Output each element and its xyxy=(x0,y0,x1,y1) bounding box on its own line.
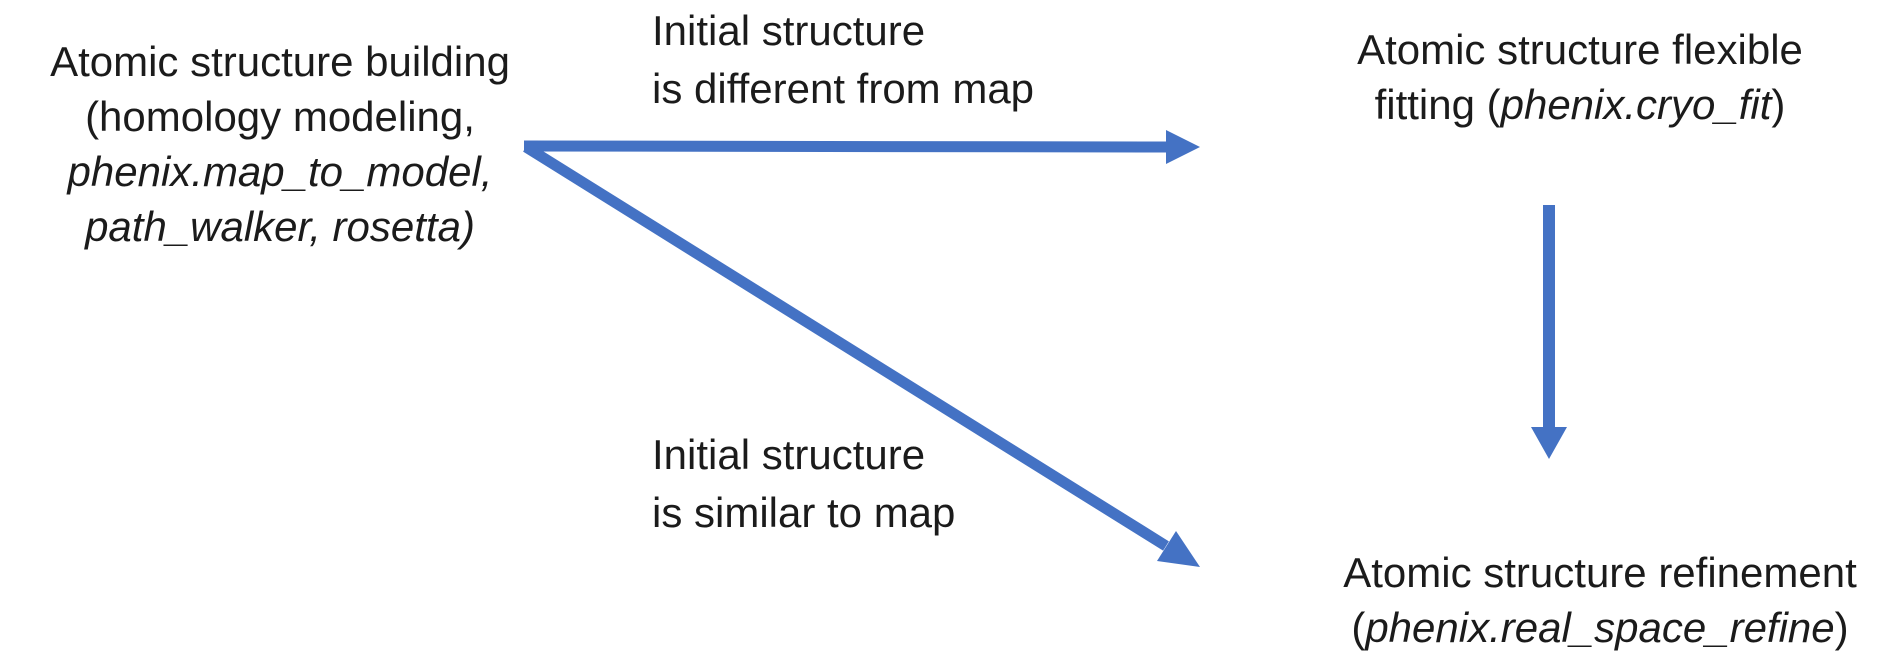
refinement-line-1: Atomic structure refinement xyxy=(1343,549,1857,596)
edge-label-similar-to-map: Initial structure is similar to map xyxy=(652,426,1172,542)
down-arrowhead-icon xyxy=(1531,427,1567,459)
node-atomic-structure-flexible-fitting: Atomic structure flexible fitting (pheni… xyxy=(1280,22,1880,132)
building-line-3: phenix.map_to_model, xyxy=(67,148,493,195)
flexible-program-name: phenix.cryo_fit xyxy=(1500,81,1772,128)
different-label-line-1: Initial structure xyxy=(652,7,926,54)
similar-label-line-1: Initial structure xyxy=(652,431,926,478)
node-atomic-structure-building: Atomic structure building (homology mode… xyxy=(0,34,580,254)
flexible-line-2: fitting (phenix.cryo_fit) xyxy=(1374,81,1786,128)
similar-label-line-2: is similar to map xyxy=(652,489,956,536)
node-atomic-structure-refinement: Atomic structure refinement (phenix.real… xyxy=(1300,545,1884,655)
different-label-line-2: is different from map xyxy=(652,65,1035,112)
right-arrowhead-icon xyxy=(1166,130,1200,164)
arrow-flexible-fitting-to-refinement xyxy=(1531,205,1567,459)
flexible-line-1: Atomic structure flexible xyxy=(1357,26,1803,73)
building-line-2: (homology modeling, xyxy=(85,93,475,140)
building-line-4: path_walker, rosetta) xyxy=(85,203,475,250)
refinement-line-2: (phenix.real_space_refine) xyxy=(1351,604,1849,651)
refinement-program-name: phenix.real_space_refine xyxy=(1365,604,1835,651)
building-line-1: Atomic structure building xyxy=(50,38,510,85)
edge-label-different-from-map: Initial structure is different from map xyxy=(652,2,1172,118)
arrow-building-to-flexible-fitting xyxy=(523,130,1200,164)
